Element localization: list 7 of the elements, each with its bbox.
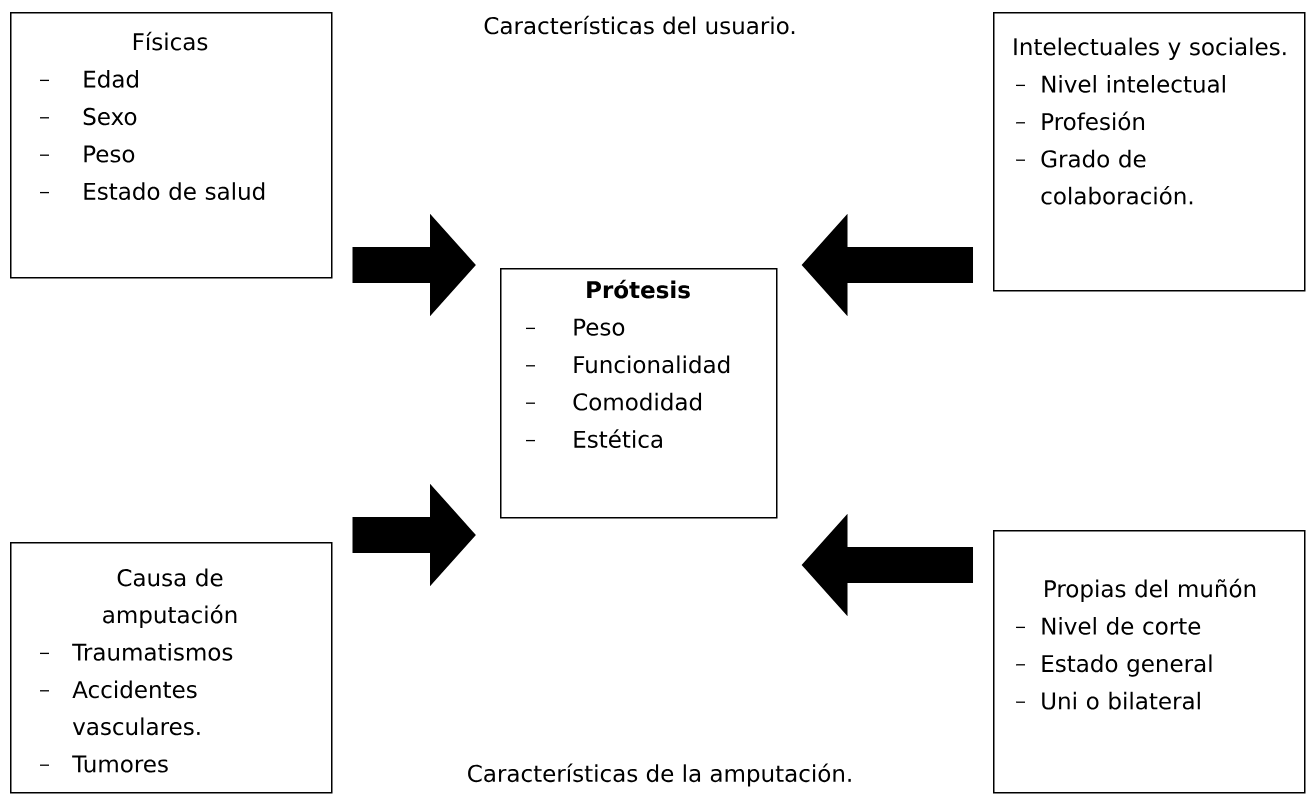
- caption-text: Características de la amputación.: [468, 763, 851, 787]
- list-box: Causa de amputación Traumatismos Accidentes vasculares. Tumores: [10, 542, 333, 794]
- list-box: Intelectuales y sociales. Nivel intelectual Profesión Grado de colaboración.: [993, 12, 1306, 292]
- list-box: Físicas Edad Sexo Peso Estado de salud: [10, 12, 333, 279]
- list-box: Prótesis Peso Funcionalidad Comodidad Estética: [500, 268, 778, 519]
- list-box: Propias del muñón Nivel de corte Estado general Uni o bilateral: [993, 530, 1306, 794]
- caption-text: Características del usuario.: [484, 15, 795, 35]
